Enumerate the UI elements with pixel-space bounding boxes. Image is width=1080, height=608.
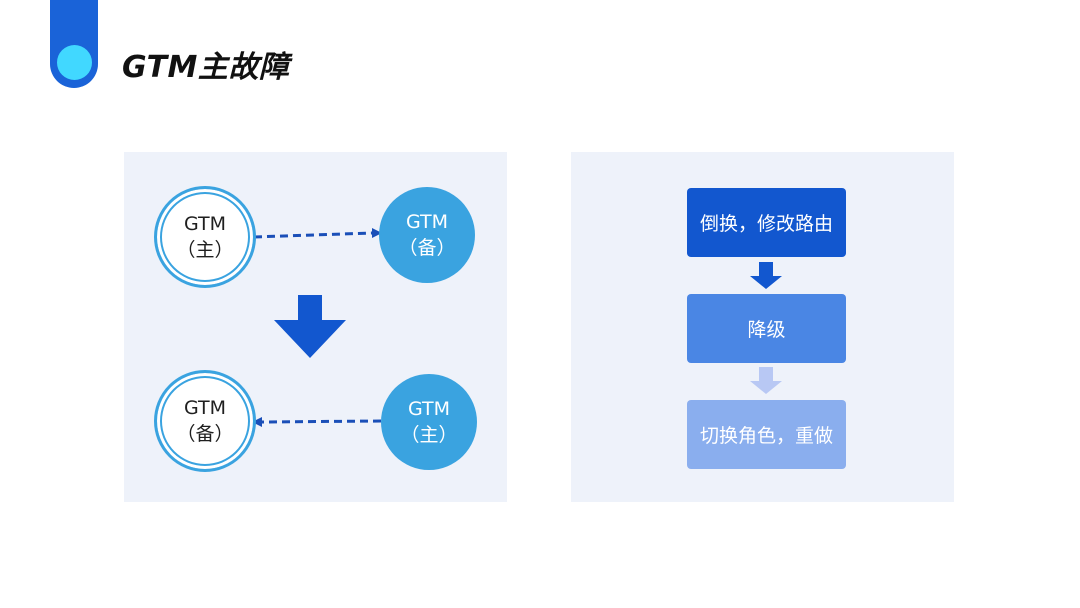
- gtm-standby-node-name: GTM: [405, 211, 449, 233]
- step-downgrade-label: 降级: [747, 319, 786, 341]
- transition-down-arrow: [274, 295, 346, 358]
- step-arrow-1: [750, 262, 782, 289]
- gtm-new-primary-node: GTM （主）: [381, 374, 477, 470]
- step-arrow-layer: [750, 262, 782, 394]
- step-switchover-reroute: 倒换，修改路由: [687, 188, 846, 257]
- gtm-new-primary-node-role: （主）: [400, 424, 458, 446]
- step-switch-role-redo: 切换角色，重做: [687, 400, 846, 469]
- connector-layer: [252, 228, 382, 427]
- gtm-new-standby-node-name: GTM: [183, 397, 227, 419]
- page-title: GTM主故障: [122, 50, 290, 85]
- gtm-new-standby-node-role: （备）: [176, 423, 234, 445]
- dashed-connector-bottom: [261, 419, 382, 424]
- gtm-switchover-panel: GTM （主） GTM （备） GTM （备） GTM （主）: [124, 152, 507, 502]
- gtm-new-primary-node-name: GTM: [407, 398, 451, 420]
- step-downgrade: 降级: [687, 294, 846, 363]
- gtm-standby-node: GTM （备）: [379, 187, 475, 283]
- step-switch-role-redo-label: 切换角色，重做: [699, 425, 833, 447]
- gtm-primary-node: GTM （主）: [154, 186, 256, 288]
- step-switchover-reroute-label: 倒换，修改路由: [699, 213, 833, 235]
- step-arrow-2: [750, 367, 782, 394]
- header-accent-dot: [57, 45, 92, 80]
- gtm-standby-node-role: （备）: [398, 237, 456, 259]
- connector-arrowhead-left: [252, 417, 262, 427]
- connector-arrowhead-right: [372, 228, 382, 238]
- gtm-primary-node-role: （主）: [176, 239, 234, 261]
- failover-steps-panel: 倒换，修改路由 降级 切换角色，重做: [571, 152, 954, 502]
- dashed-connector-top: [253, 231, 373, 239]
- gtm-primary-node-name: GTM: [183, 213, 227, 235]
- gtm-new-standby-node: GTM （备）: [154, 370, 256, 472]
